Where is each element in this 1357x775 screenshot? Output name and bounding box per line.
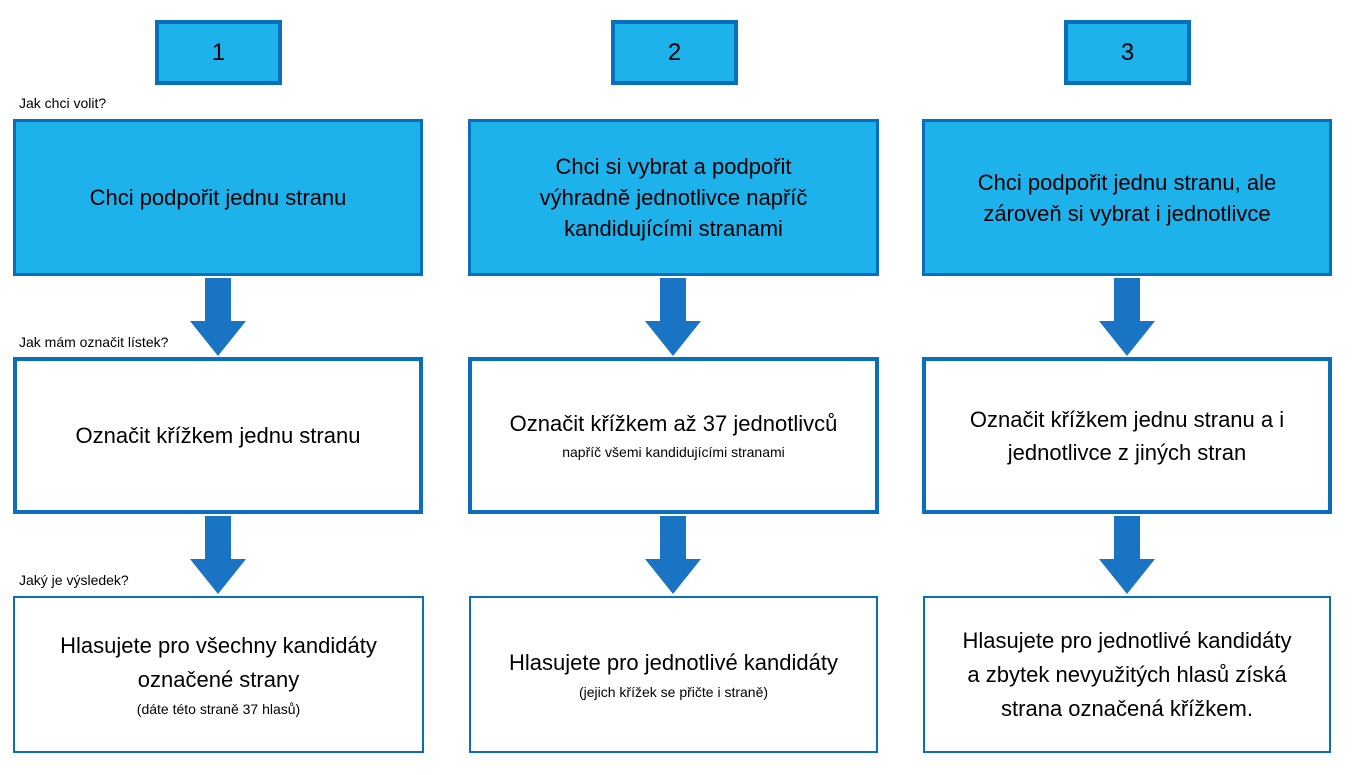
column-1-result-line-1: Hlasujete pro všechny kandidáty xyxy=(60,632,377,658)
column-2-choice-line-3: kandidujícími stranami xyxy=(564,216,783,241)
column-2-choice-line-2: výhradně jednotlivce napříč xyxy=(539,185,808,210)
column-3-result-line-2: a zbytek nevyužitých hlasů získá xyxy=(967,661,1287,687)
arrow-down-icon xyxy=(1099,516,1155,594)
column-2-result-subtext: (jejich křížek se přičte i straně) xyxy=(578,683,769,700)
column-2-arrow-down-2 xyxy=(645,516,701,594)
column-1-choice-line-1: Chci podpořit jednu stranu xyxy=(89,185,347,210)
column-3-mark-line-1: Označit křížkem jednu stranu a i xyxy=(969,406,1285,432)
arrow-down-icon xyxy=(190,516,246,594)
column-1-arrow-down-1 xyxy=(190,278,246,356)
label-how-vote: Jak chci volit? xyxy=(19,95,107,111)
column-2-mark-subtext: napříč všemi kandidujícími stranami xyxy=(562,444,785,460)
arrow-down-icon xyxy=(1099,278,1155,356)
column-3-number: 3 xyxy=(1120,38,1135,66)
column-1-result-line-2: označené strany xyxy=(137,666,300,692)
column-2-mark-line-1: Označit křížkem až 37 jednotlivců xyxy=(509,411,838,436)
column-2-choice-box: Chci si vybrat a podpořit výhradně jedno… xyxy=(468,119,879,276)
column-1-result-subtext: (dáte této straně 37 hlasů) xyxy=(136,700,301,717)
column-1-mark-box: Označit křížkem jednu stranu xyxy=(13,357,423,514)
column-2-result-line-1: Hlasujete pro jednotlivé kandidáty xyxy=(509,649,838,675)
column-3-number-box: 3 xyxy=(1064,20,1191,85)
arrow-down-icon xyxy=(190,278,246,356)
label-result: Jaký je výsledek? xyxy=(19,572,129,588)
column-1-number-box: 1 xyxy=(155,20,282,85)
column-3-result-line-1: Hlasujete pro jednotlivé kandidáty xyxy=(962,627,1292,653)
column-3-result-line-3: strana označená křížkem. xyxy=(1001,695,1253,721)
column-2-arrow-down-1 xyxy=(645,278,701,356)
column-1-number: 1 xyxy=(211,38,226,66)
column-2-result-box: Hlasujete pro jednotlivé kandidáty (jeji… xyxy=(469,596,878,753)
column-2-number: 2 xyxy=(667,38,682,66)
column-3-choice-line-1: Chci podpořit jednu stranu, ale xyxy=(977,169,1277,195)
column-1-result-box: Hlasujete pro všechny kandidáty označené… xyxy=(13,596,424,753)
column-2-mark-box: Označit křížkem až 37 jednotlivců napříč… xyxy=(468,357,879,514)
column-3-choice-box: Chci podpořit jednu stranu, ale zároveň … xyxy=(922,119,1332,276)
column-3-mark-line-2: jednotlivce z jiných stran xyxy=(1007,439,1247,465)
column-3-result-box: Hlasujete pro jednotlivé kandidáty a zby… xyxy=(923,596,1331,753)
arrow-down-icon xyxy=(645,278,701,356)
column-2-number-box: 2 xyxy=(611,20,738,85)
column-3-mark-box: Označit křížkem jednu stranu a i jednotl… xyxy=(922,357,1332,514)
arrow-down-icon xyxy=(645,516,701,594)
column-3-arrow-down-1 xyxy=(1099,278,1155,356)
label-how-mark: Jak mám označit lístek? xyxy=(19,334,169,350)
column-1-arrow-down-2 xyxy=(190,516,246,594)
column-1-choice-box: Chci podpořit jednu stranu xyxy=(13,119,423,276)
column-3-arrow-down-2 xyxy=(1099,516,1155,594)
column-2-choice-line-1: Chci si vybrat a podpořit xyxy=(555,154,792,179)
column-3-choice-line-2: zároveň si vybrat i jednotlivce xyxy=(983,200,1271,226)
column-1-mark-line-1: Označit křížkem jednu stranu xyxy=(75,423,361,448)
